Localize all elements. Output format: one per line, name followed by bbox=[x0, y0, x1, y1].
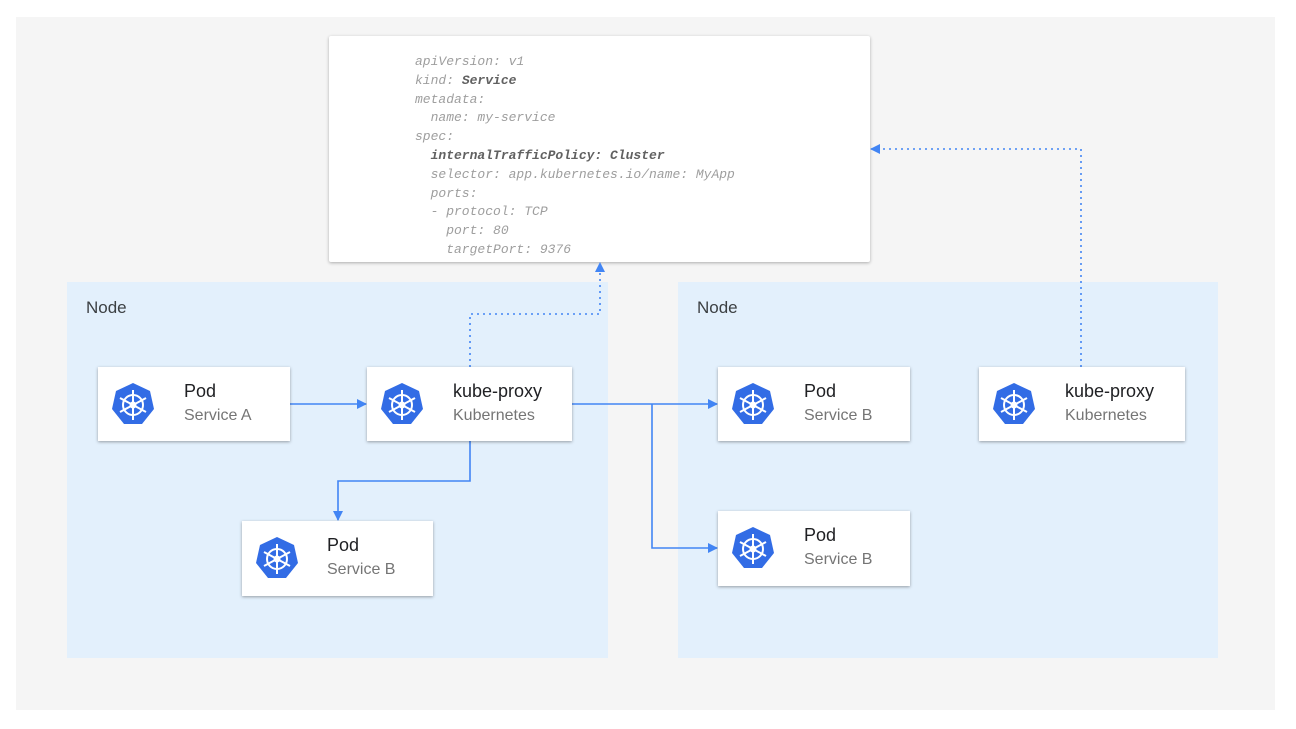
kubernetes-icon bbox=[993, 383, 1035, 424]
card-title: Pod bbox=[804, 525, 837, 545]
yaml-line: selector: app.kubernetes.io/name: MyApp bbox=[415, 166, 735, 182]
yaml-line: spec: bbox=[415, 129, 455, 145]
card-subtitle: Kubernetes bbox=[453, 407, 535, 424]
card-title: kube-proxy bbox=[453, 381, 543, 401]
yaml-line: kind: Service bbox=[415, 72, 517, 88]
dotted-proxy-right-to-yaml bbox=[870, 144, 1082, 367]
service-yaml-box: apiVersion: v1 kind: Service metadata: nam… bbox=[329, 36, 870, 262]
kubernetes-icon bbox=[112, 383, 154, 424]
card-subtitle: Service B bbox=[804, 407, 873, 424]
kubernetes-icon bbox=[381, 383, 423, 424]
node-right: Node bbox=[678, 282, 1218, 658]
yaml-line: - protocol: TCP bbox=[415, 204, 548, 220]
card-subtitle: Service B bbox=[804, 551, 873, 568]
kubernetes-icon bbox=[256, 537, 298, 578]
yaml-line: ports: bbox=[415, 185, 478, 201]
yaml-line: port: 80 bbox=[415, 223, 509, 239]
card-subtitle: Service A bbox=[184, 407, 252, 424]
arrow-proxy-to-podB-right-bottom bbox=[651, 404, 718, 553]
card-title: kube-proxy bbox=[1065, 381, 1155, 401]
dotted-proxy-left-to-yaml bbox=[469, 262, 605, 367]
yaml-line: metadata: bbox=[415, 91, 486, 107]
yaml-code: apiVersion: v1 kind: Service metadata: nam… bbox=[415, 53, 735, 260]
card-title: Pod bbox=[184, 381, 217, 401]
arrow-proxy-to-podB-left bbox=[333, 441, 471, 521]
node-label: Node bbox=[697, 298, 738, 317]
card-subtitle: Kubernetes bbox=[1065, 407, 1147, 424]
kubernetes-icon bbox=[732, 383, 774, 424]
card-subtitle: Service B bbox=[327, 561, 396, 578]
kubernetes-icon bbox=[732, 527, 774, 568]
card-title: Pod bbox=[327, 535, 360, 555]
node-label: Node bbox=[86, 298, 127, 317]
yaml-line: apiVersion: v1 bbox=[415, 54, 525, 69]
yaml-line: name: my-service bbox=[415, 110, 556, 126]
yaml-line: internalTrafficPolicy: Cluster bbox=[415, 147, 665, 163]
card-title: Pod bbox=[804, 381, 837, 401]
yaml-line: targetPort: 9376 bbox=[415, 241, 572, 257]
